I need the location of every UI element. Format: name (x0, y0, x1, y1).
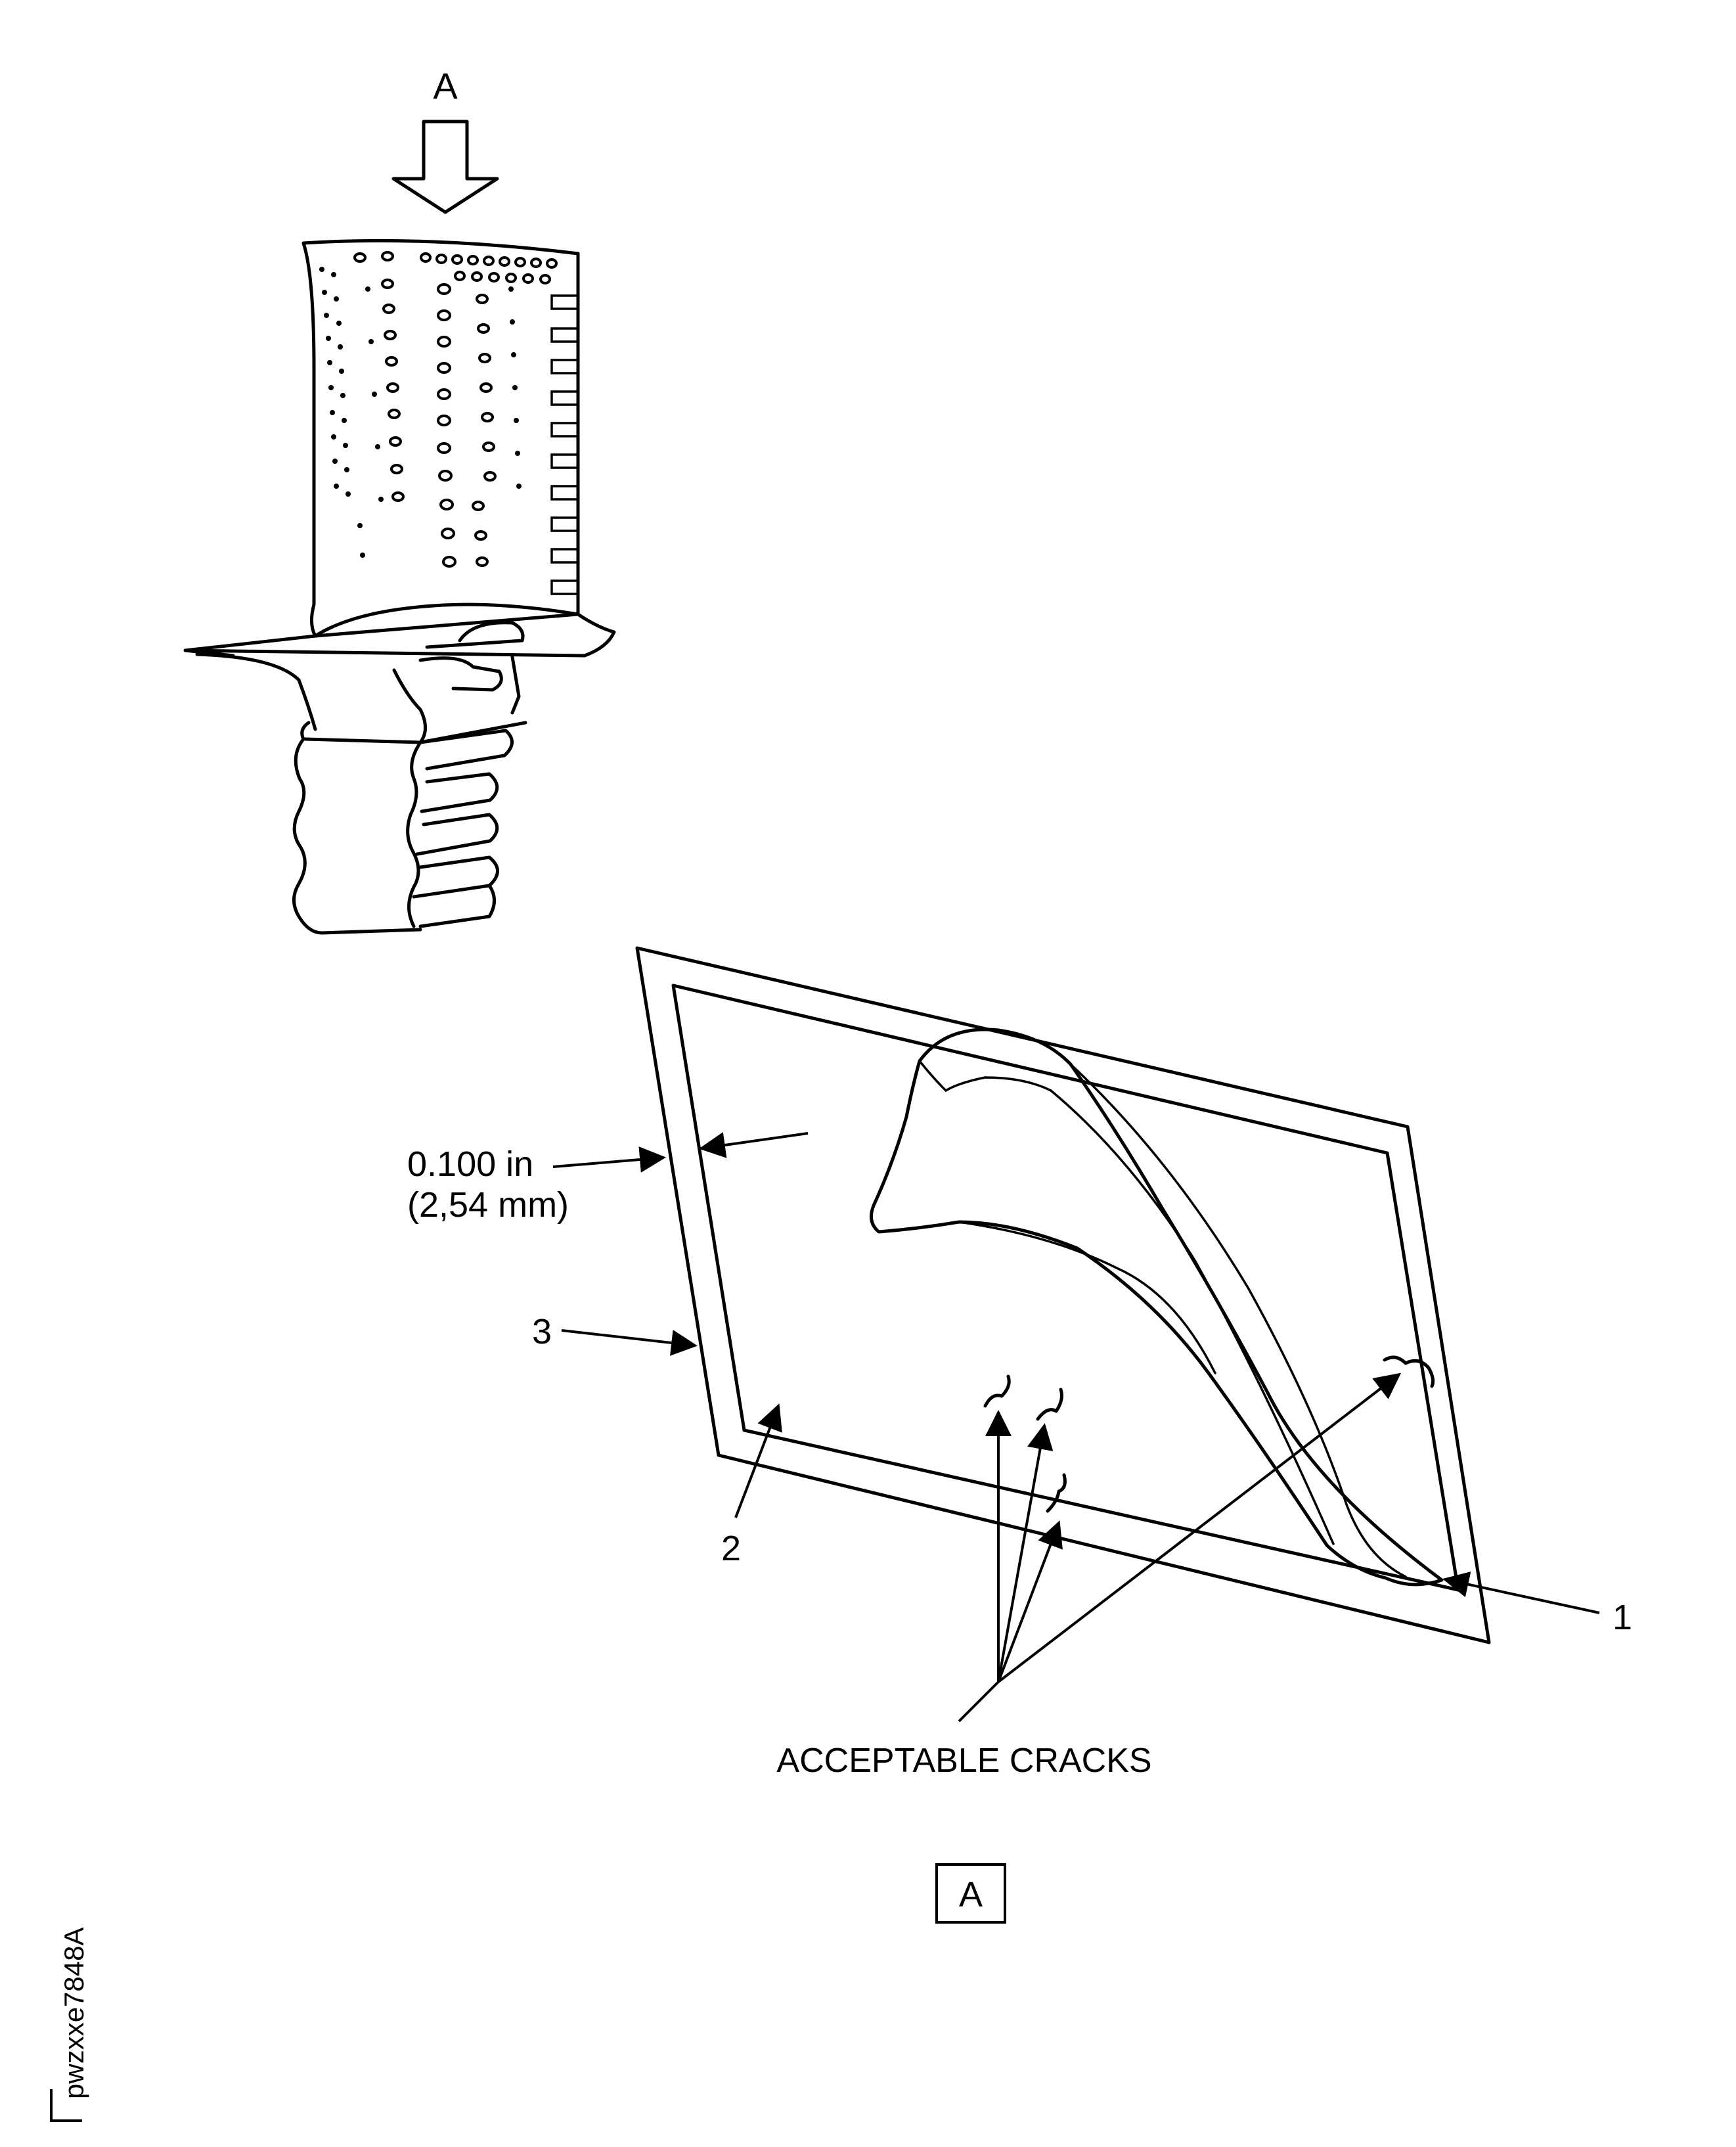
airfoil-fillet (958, 1221, 1216, 1374)
trailing-edge-slots (550, 294, 579, 595)
acceptable-cracks (983, 1355, 1435, 1513)
airfoil-outline (301, 238, 580, 638)
airfoil-base (313, 602, 580, 638)
figure-id: pwzxxe7848A (58, 1928, 89, 2100)
callout-3-leader (561, 1329, 698, 1356)
tip-holes (353, 251, 558, 284)
callout-2-leader (734, 1403, 782, 1518)
turbine-blade-drawing (183, 238, 616, 935)
crack-4 (1383, 1355, 1435, 1388)
leader-lines (552, 1132, 1600, 1723)
crack-1 (983, 1374, 1011, 1408)
platform-underside (195, 652, 317, 731)
callout-1: 1 (1613, 1598, 1632, 1637)
body-holes (381, 279, 522, 568)
cracks-leader-3 (997, 1520, 1063, 1683)
crack-3 (1046, 1473, 1067, 1513)
cracks-leader-4 (997, 1372, 1402, 1683)
inner-boundary (671, 983, 1460, 1592)
view-box-frame (935, 1863, 1006, 1924)
platform-view-a (635, 946, 1491, 1644)
leading-edge-dots (319, 267, 384, 558)
callout-2: 2 (721, 1529, 741, 1568)
airfoil-leading-edge-line (918, 1060, 1052, 1093)
callout-1-leader (1442, 1571, 1600, 1614)
airfoil-concave-side (1050, 1089, 1335, 1545)
figure-id-group: pwzxxe7848A (50, 1928, 89, 2122)
view-box-a: A (935, 1863, 1006, 1924)
view-letter-top: A (433, 65, 458, 106)
airfoil-convex-side (1069, 1063, 1407, 1578)
dim-arrow-inner (699, 1132, 809, 1158)
view-a-indicator: A (391, 65, 499, 214)
cracks-leader-label (958, 1681, 1000, 1723)
dimension-mm: (2,54 mm) (407, 1185, 569, 1225)
dimension-inch: 0.100 in (407, 1144, 533, 1184)
view-arrow-icon (391, 120, 499, 214)
figure-id-bracket (50, 2089, 82, 2122)
blade-platform (183, 612, 616, 658)
view-box-letter: A (959, 1875, 983, 1914)
fir-tree-root (292, 729, 514, 935)
cracks-leader-2 (997, 1423, 1054, 1683)
acceptable-cracks-label: ACCEPTABLE CRACKS (776, 1742, 1151, 1780)
outer-boundary (635, 946, 1491, 1644)
platform-lug (418, 621, 525, 715)
labels: 0.100 in (2,54 mm) 3 2 1 ACCEPTABLE CRAC… (407, 1144, 1632, 1780)
dim-arrow-outer (552, 1146, 666, 1173)
crack-2 (1036, 1388, 1063, 1421)
callout-3: 3 (532, 1312, 552, 1351)
airfoil-section (869, 1028, 1444, 1587)
